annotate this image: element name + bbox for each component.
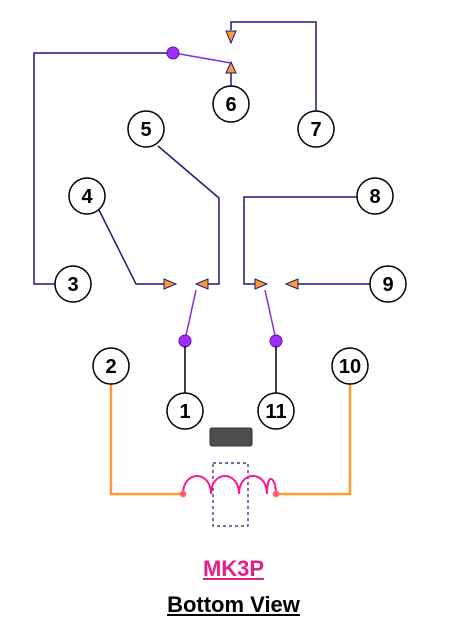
coil-terminal-left: [179, 490, 187, 498]
contact-pin9-arrow: [284, 278, 299, 290]
pin-7-label: 7: [310, 119, 321, 141]
pin-8-label: 8: [369, 186, 380, 208]
armature-right-pivot: [269, 334, 283, 348]
model-title: MK3P: [202, 556, 265, 581]
pin-6: 6: [212, 85, 250, 123]
contact-pin5-arrow: [194, 278, 209, 290]
pin-5-label: 5: [140, 119, 151, 141]
pin-10: 10: [331, 347, 369, 385]
wire-pin5: [157, 145, 220, 285]
contact-pin6-arrow: [225, 60, 237, 74]
contact-pin7-arrow: [225, 30, 237, 45]
pin-7: 7: [297, 110, 335, 148]
pin-8: 8: [356, 177, 394, 215]
pin-4-label: 4: [81, 186, 93, 208]
pin-9-label: 9: [382, 274, 393, 296]
coil-core: [212, 462, 249, 527]
wire-pin7: [230, 21, 317, 112]
wire-pin10-coil: [276, 384, 352, 496]
pin-3: 3: [54, 265, 92, 303]
armature-top-pivot: [166, 46, 180, 60]
pin-4: 4: [68, 177, 106, 215]
armature-top: [173, 52, 232, 64]
wire-pin4: [98, 209, 164, 285]
armature-left-pivot: [178, 334, 192, 348]
relay-coil: [182, 475, 277, 495]
view-title: Bottom View: [167, 592, 300, 617]
pin-6-label: 6: [225, 94, 236, 116]
pin-11: 11: [257, 392, 295, 430]
pin-3-label: 3: [67, 274, 78, 296]
contact-pin8-arrow: [254, 278, 269, 290]
wire-pin2-coil: [109, 384, 183, 496]
pin-9: 9: [369, 265, 407, 303]
pin-5: 5: [127, 110, 165, 148]
wire-pin8: [243, 196, 357, 285]
armature-left: [184, 289, 197, 341]
pin-1-label: 1: [179, 401, 190, 423]
armature-actuator: [209, 427, 253, 447]
pin-2-label: 2: [105, 356, 116, 378]
coil-terminal-right: [272, 490, 280, 498]
pin-10-label: 10: [339, 356, 361, 378]
pin-11-label: 11: [265, 401, 286, 423]
wire-pin3-common: [33, 52, 172, 285]
pin-2: 2: [92, 347, 130, 385]
armature-right: [264, 289, 277, 341]
contact-pin4-arrow: [163, 278, 178, 290]
pin-1: 1: [166, 392, 204, 430]
